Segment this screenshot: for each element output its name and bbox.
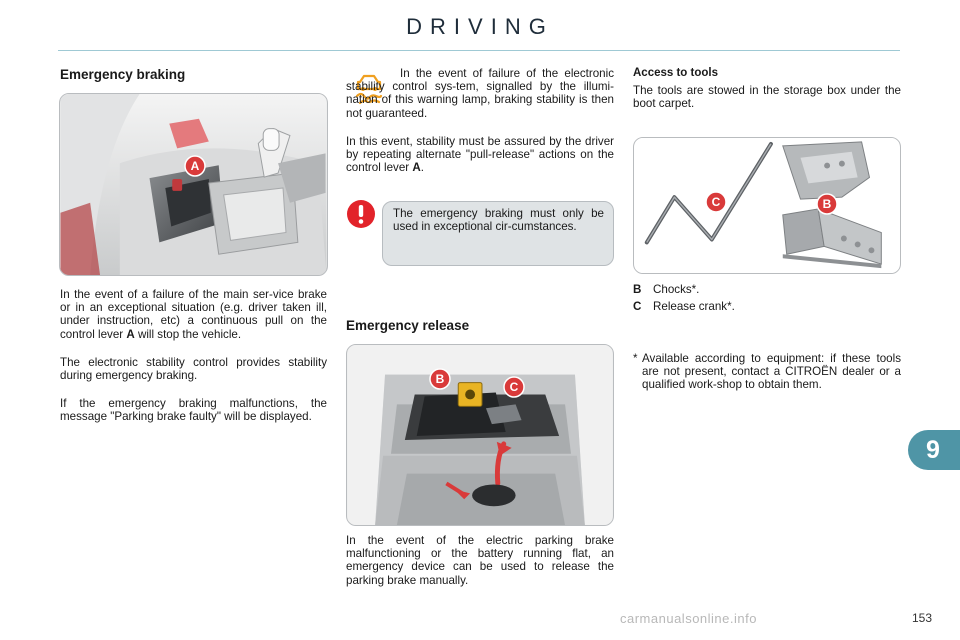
boot-illustration [347,345,613,525]
emergency-braking-paragraph-3: If the emergency braking malfunctions, t… [60,397,327,424]
access-tools-text: The tools are stowed in the storage box … [633,84,901,111]
emergency-braking-paragraph-2: The electronic stability control provide… [60,356,327,383]
tools-illustration [634,138,900,273]
chapter-number: 9 [926,436,940,464]
header-divider [58,50,900,51]
stability-failure-paragraph: In the event of failure of the electroni… [346,67,614,120]
callout-a-badge [184,155,206,177]
legend-item-b: B Chocks*. [633,283,699,296]
emergency-release-heading: Emergency release [346,318,470,333]
exclamation-warning-icon [347,200,375,228]
p1-text: In the event of a failure of the main se… [60,288,327,341]
footnote-mark: * [633,352,638,365]
tools-callout-c-badge [705,191,727,213]
tools-callout-c-label: C [711,195,721,209]
emergency-braking-paragraph-1: In the event of a failure of the main se… [60,288,327,341]
access-tools-heading: Access to tools [633,67,718,79]
lever-a-ref: A [126,327,135,341]
legend-item-c: C Release crank*. [633,300,735,313]
boot-storage-photo: B C [346,344,614,526]
tools-photo: C B [633,137,901,274]
legend-key-c: C [633,300,642,313]
page-number: 153 [912,611,933,625]
callout-c-label: C [509,380,519,394]
tools-callout-b-badge [816,193,838,215]
footnote-text: Available according to equipment: if the… [642,352,901,392]
handbrake-lever-photo: A [59,93,328,276]
watermark: carmanualsonline.info [620,611,757,626]
callout-b-label: B [435,372,445,386]
p2-text-end: . [420,161,424,175]
chapter-tab [908,430,960,470]
emergency-release-caption: In the event of the electric parking bra… [346,534,614,587]
legend-key-b: B [633,283,642,296]
esc-warning-lamp-icon [355,74,383,105]
p1-text-end: will stop the vehicle. [134,327,242,341]
p2-text: In this event, stability must be assured… [346,135,614,175]
callout-b-badge [429,368,451,390]
lever-a-ref-2: A [412,161,421,175]
handbrake-illustration [60,94,327,275]
legend-label-c: Release crank*. [653,300,735,313]
emergency-braking-heading: Emergency braking [60,67,186,82]
callout-a-label: A [190,159,200,173]
page-title: DRIVING [406,14,554,39]
legend-label-b: Chocks*. [653,283,700,296]
tools-callout-b-label: B [822,197,832,211]
callout-c-badge [503,376,525,398]
stability-assured-paragraph: In this event, stability must be assured… [346,135,614,175]
warning-note-box: The emergency braking must only be used … [382,201,614,266]
